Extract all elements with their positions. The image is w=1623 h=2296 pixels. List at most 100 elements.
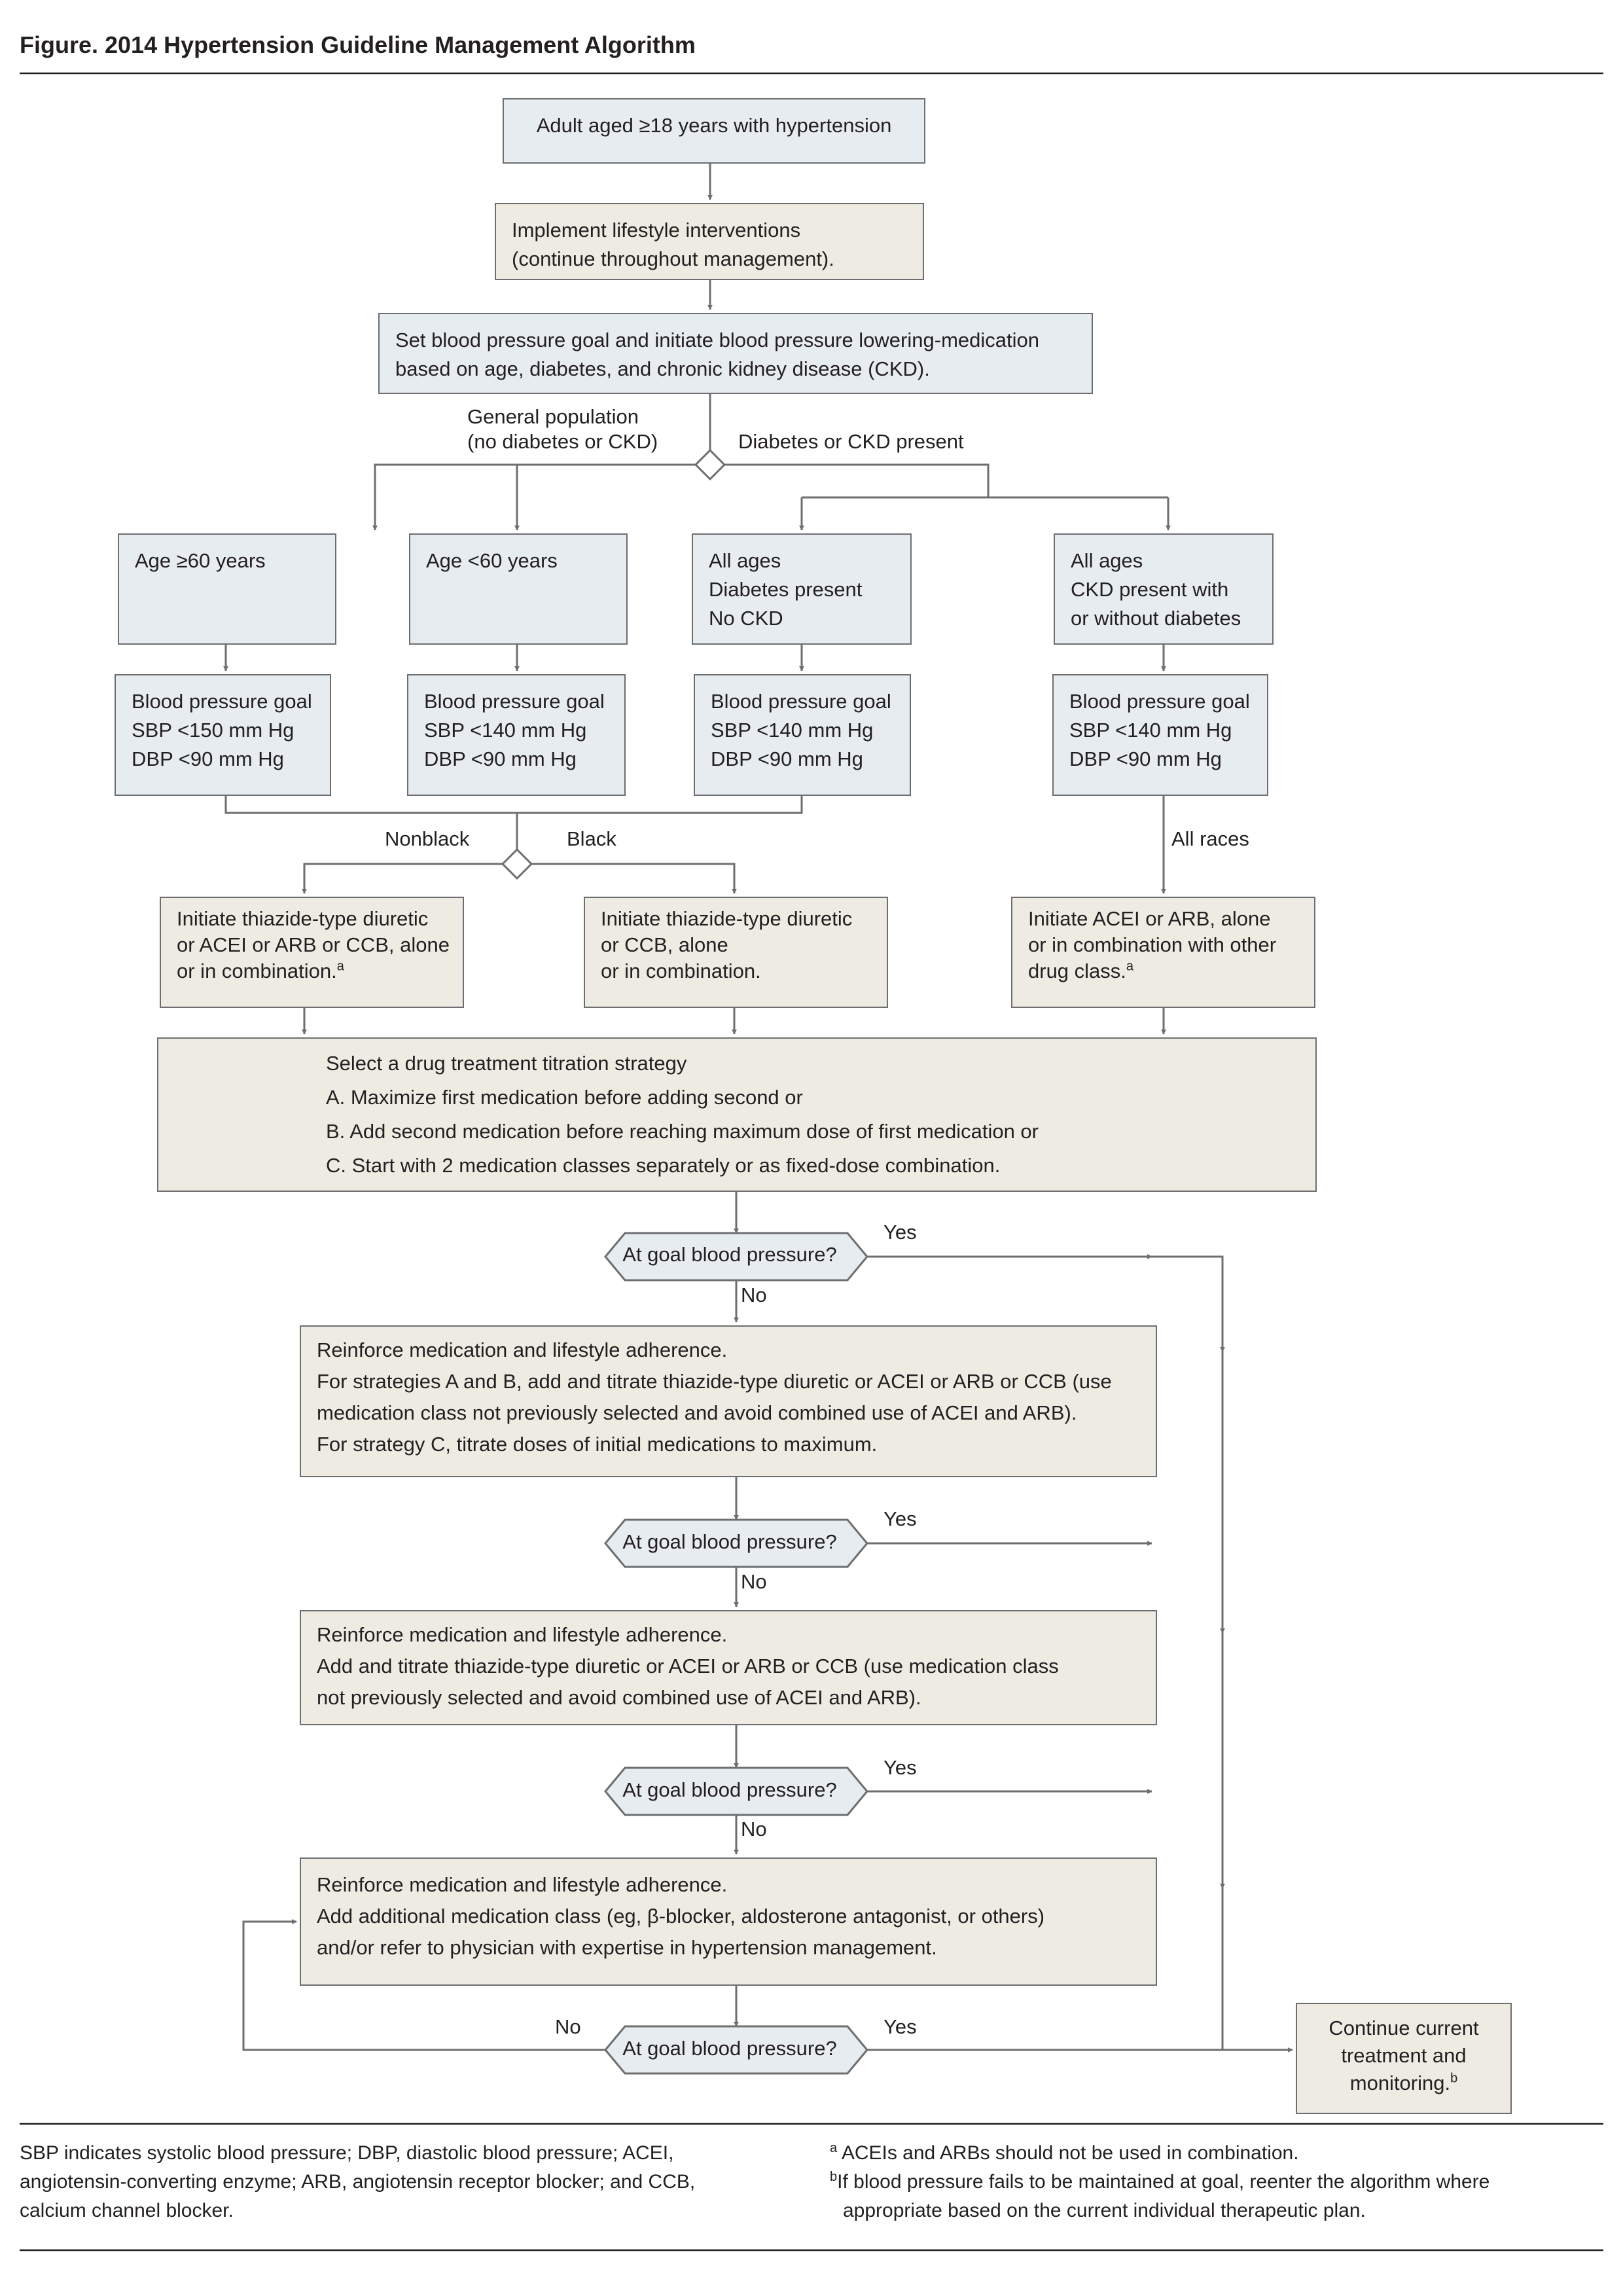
ckd-initiate-box: Initiate ACEI or ARB, alone or in combin…	[1011, 897, 1315, 1008]
no-label-1: No	[741, 1283, 767, 1306]
goal-140b-line-3: DBP <90 mm Hg	[711, 747, 863, 770]
ckd-present-box: All ages CKD present with or without dia…	[1054, 533, 1274, 645]
goal-140a-line-1: Blood pressure goal	[424, 690, 605, 713]
line-check4-no-loop	[242, 1919, 605, 2051]
goal-check-3-text: At goal blood pressure?	[622, 1778, 837, 1801]
reinforce1-line-2: For strategies A and B, add and titrate …	[317, 1370, 1112, 1393]
reinforce1-line-3: medication class not previously selected…	[317, 1401, 1077, 1424]
footnotes: a ACEIs and ARBs should not be used in c…	[830, 2139, 1609, 2225]
reinforce3-line-3: and/or refer to physician with expertise…	[317, 1936, 937, 1959]
goal-check-4-hexagon	[604, 2025, 868, 2075]
line-goals-merge	[224, 796, 803, 814]
nonblack-initiate-box: Initiate thiazide-type diuretic or ACEI …	[160, 897, 464, 1008]
nonblack-line-1: Initiate thiazide-type diuretic	[177, 907, 429, 930]
set-goal-line-1: Set blood pressure goal and initiate blo…	[395, 329, 1039, 351]
diabetes-no-ckd-box: All ages Diabetes present No CKD	[692, 533, 912, 645]
figure-title: Figure. 2014 Hypertension Guideline Mana…	[20, 31, 696, 58]
black-line-3: or in combination.	[601, 960, 761, 982]
ckd-rx-line-1: Initiate ACEI or ARB, alone	[1028, 907, 1271, 930]
goal-140c-line-2: SBP <140 mm Hg	[1069, 719, 1232, 742]
footnote-a: a ACEIs and ARBs should not be used in c…	[830, 2141, 1299, 2164]
nonblack-line-3: or in combination.a	[177, 959, 344, 982]
reinforce3-line-1: Reinforce medication and lifestyle adher…	[317, 1873, 728, 1896]
goal-check-2-hexagon	[604, 1518, 868, 1568]
goal-sbp-140-under-60-box: Blood pressure goal SBP <140 mm Hg DBP <…	[407, 674, 626, 796]
lifestyle-line-2: (continue throughout management).	[512, 247, 834, 270]
all-races-label: All races	[1171, 827, 1249, 850]
ckd-rx-line-3: drug class.a	[1028, 959, 1134, 982]
general-population-label: General population (no diabetes or CKD)	[467, 405, 658, 453]
age-60-plus-text: Age ≥60 years	[135, 549, 266, 572]
yes-label-1: Yes	[883, 1221, 917, 1244]
age-under-60-text: Age <60 years	[426, 549, 558, 572]
goal-140c-line-1: Blood pressure goal	[1069, 690, 1250, 713]
lifestyle-box: Implement lifestyle interventions (conti…	[495, 203, 924, 280]
goal-check-3-hexagon	[604, 1767, 868, 1816]
yes-label-2: Yes	[883, 1507, 917, 1530]
ckd-rx-line-2: or in combination with other	[1028, 933, 1277, 956]
yes-label-3: Yes	[883, 1756, 917, 1779]
black-label: Black	[567, 827, 616, 850]
no-label-4: No	[555, 2015, 581, 2038]
goal-140b-line-1: Blood pressure goal	[711, 690, 891, 713]
no-label-3: No	[741, 1818, 767, 1840]
reinforce-box-1: Reinforce medication and lifestyle adher…	[300, 1325, 1157, 1477]
population-split-diamond	[694, 448, 726, 481]
strategy-line-2: A. Maximize first medication before addi…	[326, 1086, 803, 1109]
reinforce2-line-1: Reinforce medication and lifestyle adher…	[317, 1623, 728, 1646]
nonblack-label: Nonblack	[385, 827, 470, 850]
age-60-plus-box: Age ≥60 years	[118, 533, 336, 645]
goal-150-line-3: DBP <90 mm Hg	[132, 747, 284, 770]
goal-check-4-text: At goal blood pressure?	[622, 2037, 837, 2060]
start-box: Adult aged ≥18 years with hypertension	[503, 98, 925, 164]
ckd-line-1: All ages	[1071, 549, 1143, 572]
continue-line-2: treatment and	[1341, 2044, 1467, 2067]
goal-check-1-text: At goal blood pressure?	[622, 1243, 837, 1266]
goal-check-2-text: At goal blood pressure?	[622, 1530, 837, 1553]
goal-140b-line-2: SBP <140 mm Hg	[711, 719, 874, 742]
diabetes-line-1: All ages	[709, 549, 781, 572]
reinforce2-line-2: Add and titrate thiazide-type diuretic o…	[317, 1655, 1059, 1677]
line-yes-collector	[1152, 1255, 1224, 2050]
line-to-nonblack	[302, 863, 503, 894]
strategy-line-4: C. Start with 2 medication classes separ…	[326, 1154, 1001, 1177]
abbreviations-note: SBP indicates systolic blood pressure; D…	[20, 2139, 772, 2225]
abbrev-line-1: SBP indicates systolic blood pressure; D…	[20, 2142, 674, 2164]
reinforce1-line-1: Reinforce medication and lifestyle adher…	[317, 1338, 728, 1361]
line-split-to-diabetes-ckd	[724, 463, 990, 497]
reinforce3-line-2: Add additional medication class (eg, β-b…	[317, 1905, 1045, 1928]
decision-hexagons	[604, 1232, 868, 2075]
set-goal-box: Set blood pressure goal and initiate blo…	[378, 313, 1093, 394]
diabetes-line-3: No CKD	[709, 607, 783, 630]
goal-140c-line-3: DBP <90 mm Hg	[1069, 747, 1222, 770]
connector-lines	[223, 164, 1293, 2053]
continue-line-3: monitoring.b	[1349, 2071, 1458, 2094]
footnote-b-line-1: bIf blood pressure fails to be maintaine…	[830, 2170, 1490, 2193]
continue-line-1: Continue current	[1329, 2017, 1479, 2039]
lifestyle-line-1: Implement lifestyle interventions	[512, 219, 801, 242]
start-text: Adult aged ≥18 years with hypertension	[536, 114, 892, 137]
reinforce2-line-3: not previously selected and avoid combin…	[317, 1686, 921, 1709]
no-label-2: No	[741, 1570, 767, 1593]
goal-140a-line-3: DBP <90 mm Hg	[424, 747, 577, 770]
yes-label-4: Yes	[883, 2015, 917, 2038]
goal-check-1-hexagon	[604, 1232, 868, 1282]
nonblack-line-2: or ACEI or ARB or CCB, alone	[177, 933, 450, 956]
branch-diamonds	[501, 448, 726, 880]
reinforce-box-2: Reinforce medication and lifestyle adher…	[300, 1610, 1157, 1725]
set-goal-line-2: based on age, diabetes, and chronic kidn…	[395, 357, 930, 380]
ckd-line-2: CKD present with	[1071, 578, 1229, 601]
continue-treatment-box: Continue current treatment and monitorin…	[1296, 2003, 1512, 2114]
strategy-line-3: B. Add second medication before reaching…	[326, 1120, 1039, 1143]
footnote-b-line-2: appropriate based on the current individ…	[843, 2200, 1366, 2221]
line-to-black	[531, 863, 737, 894]
goal-sbp-140-ckd-box: Blood pressure goal SBP <140 mm Hg DBP <…	[1052, 674, 1268, 796]
goal-140a-line-2: SBP <140 mm Hg	[424, 719, 587, 742]
reinforce1-line-4: For strategy C, titrate doses of initial…	[317, 1433, 878, 1456]
reinforce-box-3: Reinforce medication and lifestyle adher…	[300, 1857, 1157, 1986]
abbrev-line-3: calcium channel blocker.	[20, 2200, 234, 2221]
race-split-diamond	[501, 848, 533, 880]
footnote-a-mark: a	[336, 959, 344, 974]
goal-sbp-140-diabetes-box: Blood pressure goal SBP <140 mm Hg DBP <…	[694, 674, 911, 796]
